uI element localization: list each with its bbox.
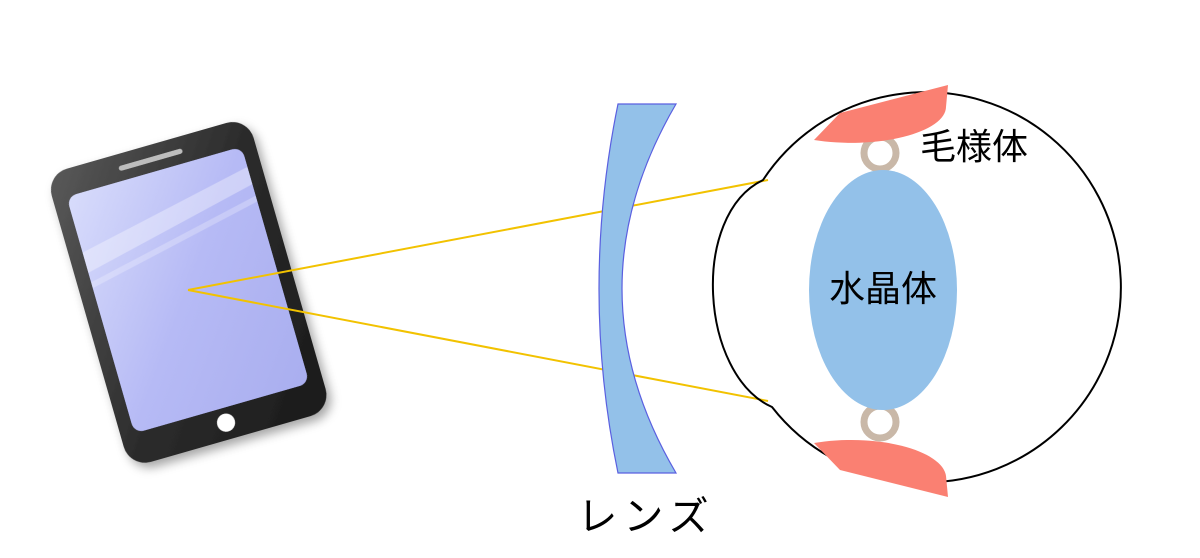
label-crystalline-lens: 水晶体: [829, 269, 937, 310]
label-ciliary-body: 毛様体: [920, 127, 1028, 168]
screen-glare: [82, 166, 253, 273]
light-ray-upper: [187, 179, 769, 291]
concave-lens: [598, 103, 678, 474]
smartphone-icon: [50, 122, 327, 463]
label-lens: レンズ: [577, 494, 714, 540]
ciliary-body-lower: [814, 439, 948, 497]
ciliary-body-upper: [814, 85, 948, 143]
screen-glare-thin: [91, 195, 258, 289]
smartphone-home-button: [217, 413, 236, 432]
smartphone-speaker: [118, 148, 183, 171]
zonule-lower: [860, 402, 900, 442]
light-ray-lower: [187, 289, 769, 402]
crystalline-lens: [809, 170, 957, 410]
